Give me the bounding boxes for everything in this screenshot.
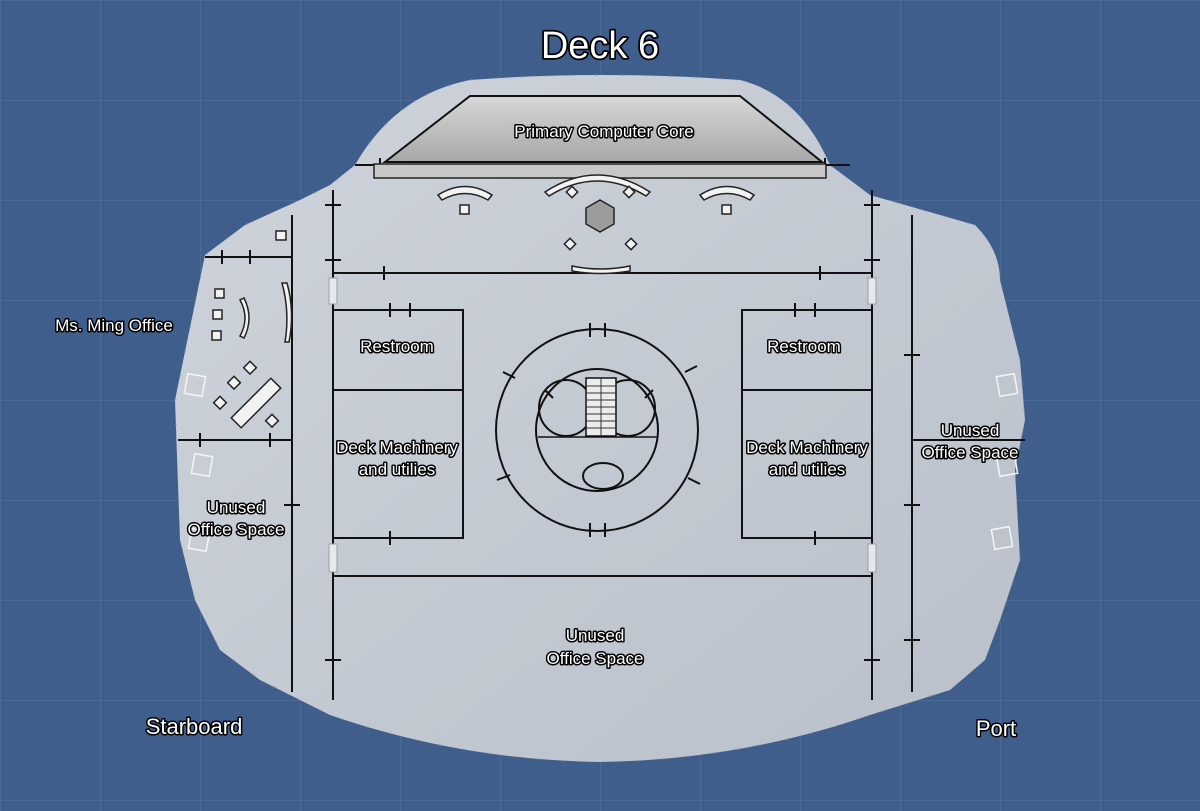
starboard-label: Starboard [146, 714, 243, 739]
restroom-left-label: Restroom [360, 337, 434, 356]
restroom-right-label: Restroom [767, 337, 841, 356]
deck-title: Deck 6 [541, 25, 659, 67]
unused-right-label-line2: Office Space [921, 443, 1018, 462]
doorways [328, 277, 877, 573]
computer-core [373, 95, 827, 179]
machinery-left-label-line2: and utilies [359, 460, 436, 479]
ming-office-label: Ms. Ming Office [55, 316, 173, 335]
ming-office-furniture [211, 230, 293, 429]
core-hub-icon [585, 199, 615, 233]
core-consoles [436, 174, 756, 275]
unused-left-label-line1b: Unused [207, 498, 266, 517]
unused-left-label-line2: Office Space [187, 520, 284, 539]
turbolift [495, 323, 701, 537]
machinery-right-label-line2: and utilies [769, 460, 846, 479]
computer-core-label: Primary Computer Core [514, 122, 694, 141]
machinery-right-label-line1: Deck Machinery [746, 438, 868, 457]
port-label: Port [976, 716, 1016, 741]
unused-right-label-line1: Unused [941, 421, 1000, 440]
unused-bottom-label-line2: Office Space [546, 649, 643, 668]
windows [183, 372, 1019, 553]
machinery-left-label-line1: Deck Machinery [336, 438, 458, 457]
unused-bottom-label-line1: Unused [566, 626, 625, 645]
